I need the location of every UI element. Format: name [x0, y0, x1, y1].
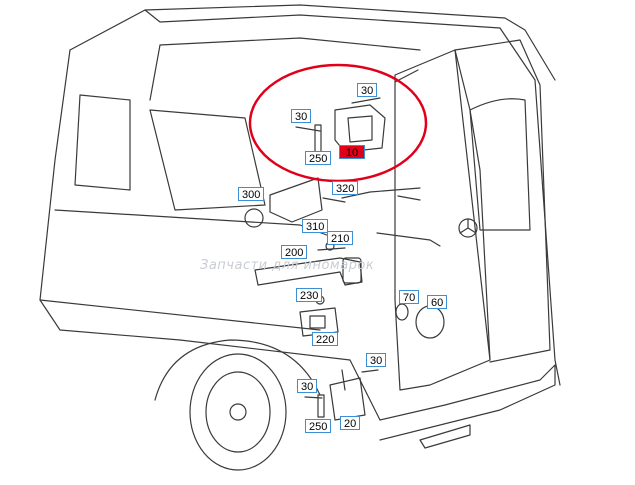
part-label-310: 310	[302, 219, 329, 233]
part-label-20: 20	[340, 416, 361, 430]
wheel-arch	[154, 339, 321, 401]
rear-bumper	[379, 364, 556, 441]
side-window-rear	[149, 109, 266, 211]
bumper-step	[419, 424, 471, 449]
part-label-320: 320	[332, 181, 359, 195]
van-roof-inner	[144, 9, 501, 29]
part-label-30: 30	[357, 83, 378, 97]
part-label-200: 200	[281, 245, 308, 259]
upper-hinge-part	[334, 104, 386, 153]
part-label-30: 30	[291, 109, 312, 123]
side-panel-line	[149, 37, 421, 101]
part-60	[415, 305, 445, 339]
van-rear-edge	[499, 27, 561, 386]
part-70	[395, 303, 409, 321]
part-label-300: 300	[238, 187, 265, 201]
part-label-30: 30	[297, 379, 318, 393]
part-label-250: 250	[305, 151, 332, 165]
hinge-bracket	[269, 177, 323, 223]
bracket-bolt	[244, 208, 264, 228]
rear-door-left	[394, 49, 491, 391]
highlight-ellipse	[248, 63, 428, 183]
side-window-front	[74, 94, 131, 191]
door-seam	[454, 49, 491, 361]
body-crease	[39, 299, 321, 331]
part-label-30: 30	[366, 353, 387, 367]
rear-wheel-rim	[205, 371, 271, 453]
rear-wheel	[189, 353, 287, 471]
watermark-text: Запчасти для иномарок	[200, 258, 375, 273]
part-label-230: 230	[296, 288, 323, 302]
part-label-60: 60	[427, 295, 448, 309]
wheel-hub	[229, 403, 247, 421]
lower-body-line	[179, 339, 381, 421]
van-side-outline	[39, 49, 181, 341]
part-label-220: 220	[312, 332, 339, 346]
rear-window	[469, 98, 531, 231]
lower-hinge-part	[329, 377, 366, 421]
part-label-210: 210	[327, 231, 354, 245]
part-label-10-highlighted: 10	[339, 145, 365, 159]
part-label-250: 250	[305, 419, 332, 433]
van-roof	[69, 4, 556, 81]
side-belt-line	[54, 209, 341, 241]
part-label-70: 70	[399, 290, 420, 304]
rear-door-right	[454, 39, 551, 363]
